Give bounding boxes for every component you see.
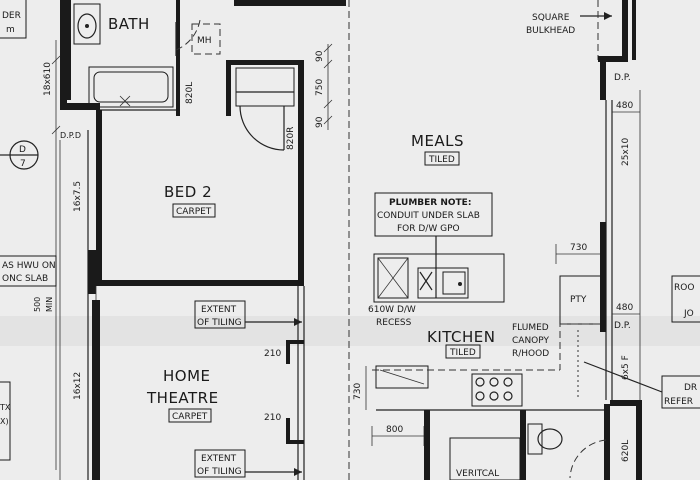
left-tx-box bbox=[0, 381, 11, 461]
dim-16x75: 16x7.5 bbox=[73, 181, 83, 212]
room-label-kitchen: KITCHEN bbox=[427, 328, 496, 346]
room-label-home: HOME bbox=[163, 367, 211, 385]
top-left-label-box bbox=[0, 0, 27, 39]
dim-dpd-left: D.P.D bbox=[60, 131, 81, 140]
extent-tiling-1b: OF TILING bbox=[197, 318, 242, 328]
scan-band bbox=[0, 316, 700, 346]
dim-820r: 820R bbox=[286, 127, 296, 150]
dim-18x610: 18x610 bbox=[43, 62, 53, 96]
wc-door-swing bbox=[569, 439, 607, 479]
plumber-note-title: PLUMBER NOTE: bbox=[389, 198, 471, 208]
room-label-meals: MEALS bbox=[411, 132, 464, 150]
top-wall bbox=[234, 0, 346, 6]
room-label-veritcal: VERITCAL bbox=[456, 469, 499, 479]
dim-820l-top: 820L bbox=[185, 82, 195, 104]
lower-right-walls bbox=[424, 400, 642, 480]
dim-480-a: 480 bbox=[616, 101, 633, 111]
gas-hwu-box bbox=[0, 255, 57, 287]
top-left-text-1: DER bbox=[2, 11, 21, 21]
room-label-bath: BATH bbox=[108, 15, 150, 33]
dw-recess-line2: RECESS bbox=[376, 318, 412, 328]
dim-210-b: 210 bbox=[264, 413, 281, 423]
refer-leader bbox=[583, 361, 663, 393]
right-label-jo: JO bbox=[683, 309, 694, 319]
flumed-line3: R/HOOD bbox=[512, 349, 549, 359]
right-label-refer: REFER bbox=[664, 397, 693, 407]
room-finish-meals: TILED bbox=[428, 155, 455, 165]
kitchen-finish-box bbox=[445, 344, 481, 359]
dim-620l: 620L bbox=[621, 440, 631, 462]
bed2-walls bbox=[96, 60, 304, 286]
room-finish-kitchen: TILED bbox=[449, 348, 476, 358]
dim-800: 800 bbox=[386, 425, 403, 435]
section-marker: D 7 bbox=[0, 140, 39, 170]
right-room-box bbox=[671, 275, 700, 323]
room-label-pty: PTY bbox=[570, 295, 587, 305]
section-tag-top: D bbox=[19, 145, 26, 155]
dim-750: 750 bbox=[315, 79, 325, 96]
flumed-line1: FLUMED bbox=[512, 323, 549, 333]
extent-tiling-2a: EXTENT bbox=[201, 454, 237, 464]
robe-cabinet bbox=[235, 67, 295, 151]
section-tag-bottom: 7 bbox=[20, 159, 26, 169]
plumber-note-box bbox=[374, 192, 493, 237]
plumber-note-line2: FOR D/W GPO bbox=[397, 224, 460, 234]
right-exterior-wall bbox=[598, 0, 641, 400]
basin-icon bbox=[73, 3, 101, 45]
dim-dp-mid: D.P. bbox=[614, 321, 631, 331]
bulkhead-arrowhead bbox=[604, 12, 612, 20]
meals-finish-box bbox=[424, 151, 460, 166]
left-tx-2: X) bbox=[0, 417, 9, 426]
dim-25x10: 25x10 bbox=[621, 137, 631, 166]
gas-hwu-line1: AS HWU ON bbox=[2, 261, 56, 271]
top-left-text-2: m bbox=[6, 25, 15, 35]
dim-6x5f: 6x5 F bbox=[621, 355, 631, 380]
extent-tiling-box-1 bbox=[194, 300, 246, 329]
dim-730-top: 730 bbox=[570, 243, 587, 253]
left-exterior-wall bbox=[59, 130, 100, 480]
extent-arrowhead-1 bbox=[294, 318, 302, 326]
dim-16x12: 16x12 bbox=[73, 372, 83, 400]
theatre-finish-box bbox=[168, 408, 212, 423]
dim-90-b: 90 bbox=[315, 116, 325, 128]
home-theatre-walls bbox=[286, 286, 305, 480]
bath-door bbox=[175, 19, 201, 56]
bed2-finish-box bbox=[172, 203, 216, 218]
room-label-theatre: THEATRE bbox=[146, 389, 219, 407]
gas-hwu-line2: ONC SLAB bbox=[2, 274, 48, 284]
extent-tiling-box-2 bbox=[194, 449, 246, 478]
plumber-note-line1: CONDUIT UNDER SLAB bbox=[377, 211, 480, 221]
dim-min: MIN bbox=[45, 297, 54, 312]
manhole-label: MH bbox=[197, 36, 212, 46]
kitchen-island bbox=[373, 253, 505, 303]
dim-480-b: 480 bbox=[616, 303, 633, 313]
right-label-dr: DR bbox=[684, 383, 697, 393]
dim-dp-top: D.P. bbox=[614, 73, 631, 83]
left-dim-line bbox=[51, 40, 61, 470]
bulkhead-line1: SQUARE bbox=[532, 13, 570, 23]
dim-210-a: 210 bbox=[264, 349, 281, 359]
toilet-icon bbox=[527, 423, 563, 455]
dim-90-a: 90 bbox=[315, 50, 325, 62]
right-label-roo: ROO bbox=[674, 283, 694, 293]
flumed-line2: CANOPY bbox=[512, 336, 549, 346]
extent-arrowhead-2 bbox=[294, 468, 302, 476]
dim-stack-top bbox=[323, 43, 333, 130]
room-label-bed2: BED 2 bbox=[164, 183, 212, 201]
bulkhead-line2: BULKHEAD bbox=[526, 26, 575, 36]
dw-recess-line1: 610W D/W bbox=[368, 305, 416, 315]
extent-tiling-2b: OF TILING bbox=[197, 467, 242, 477]
left-tx-1: TX bbox=[0, 403, 11, 412]
manhole-box bbox=[191, 23, 221, 55]
extent-tiling-1a: EXTENT bbox=[201, 305, 237, 315]
dim-500: 500 bbox=[33, 297, 42, 312]
bath-walls bbox=[60, 0, 180, 116]
dim-730-left: 730 bbox=[353, 383, 363, 400]
bathtub-icon bbox=[88, 66, 174, 108]
room-finish-home-theatre: CARPET bbox=[172, 412, 208, 422]
room-finish-bed2: CARPET bbox=[176, 207, 212, 217]
